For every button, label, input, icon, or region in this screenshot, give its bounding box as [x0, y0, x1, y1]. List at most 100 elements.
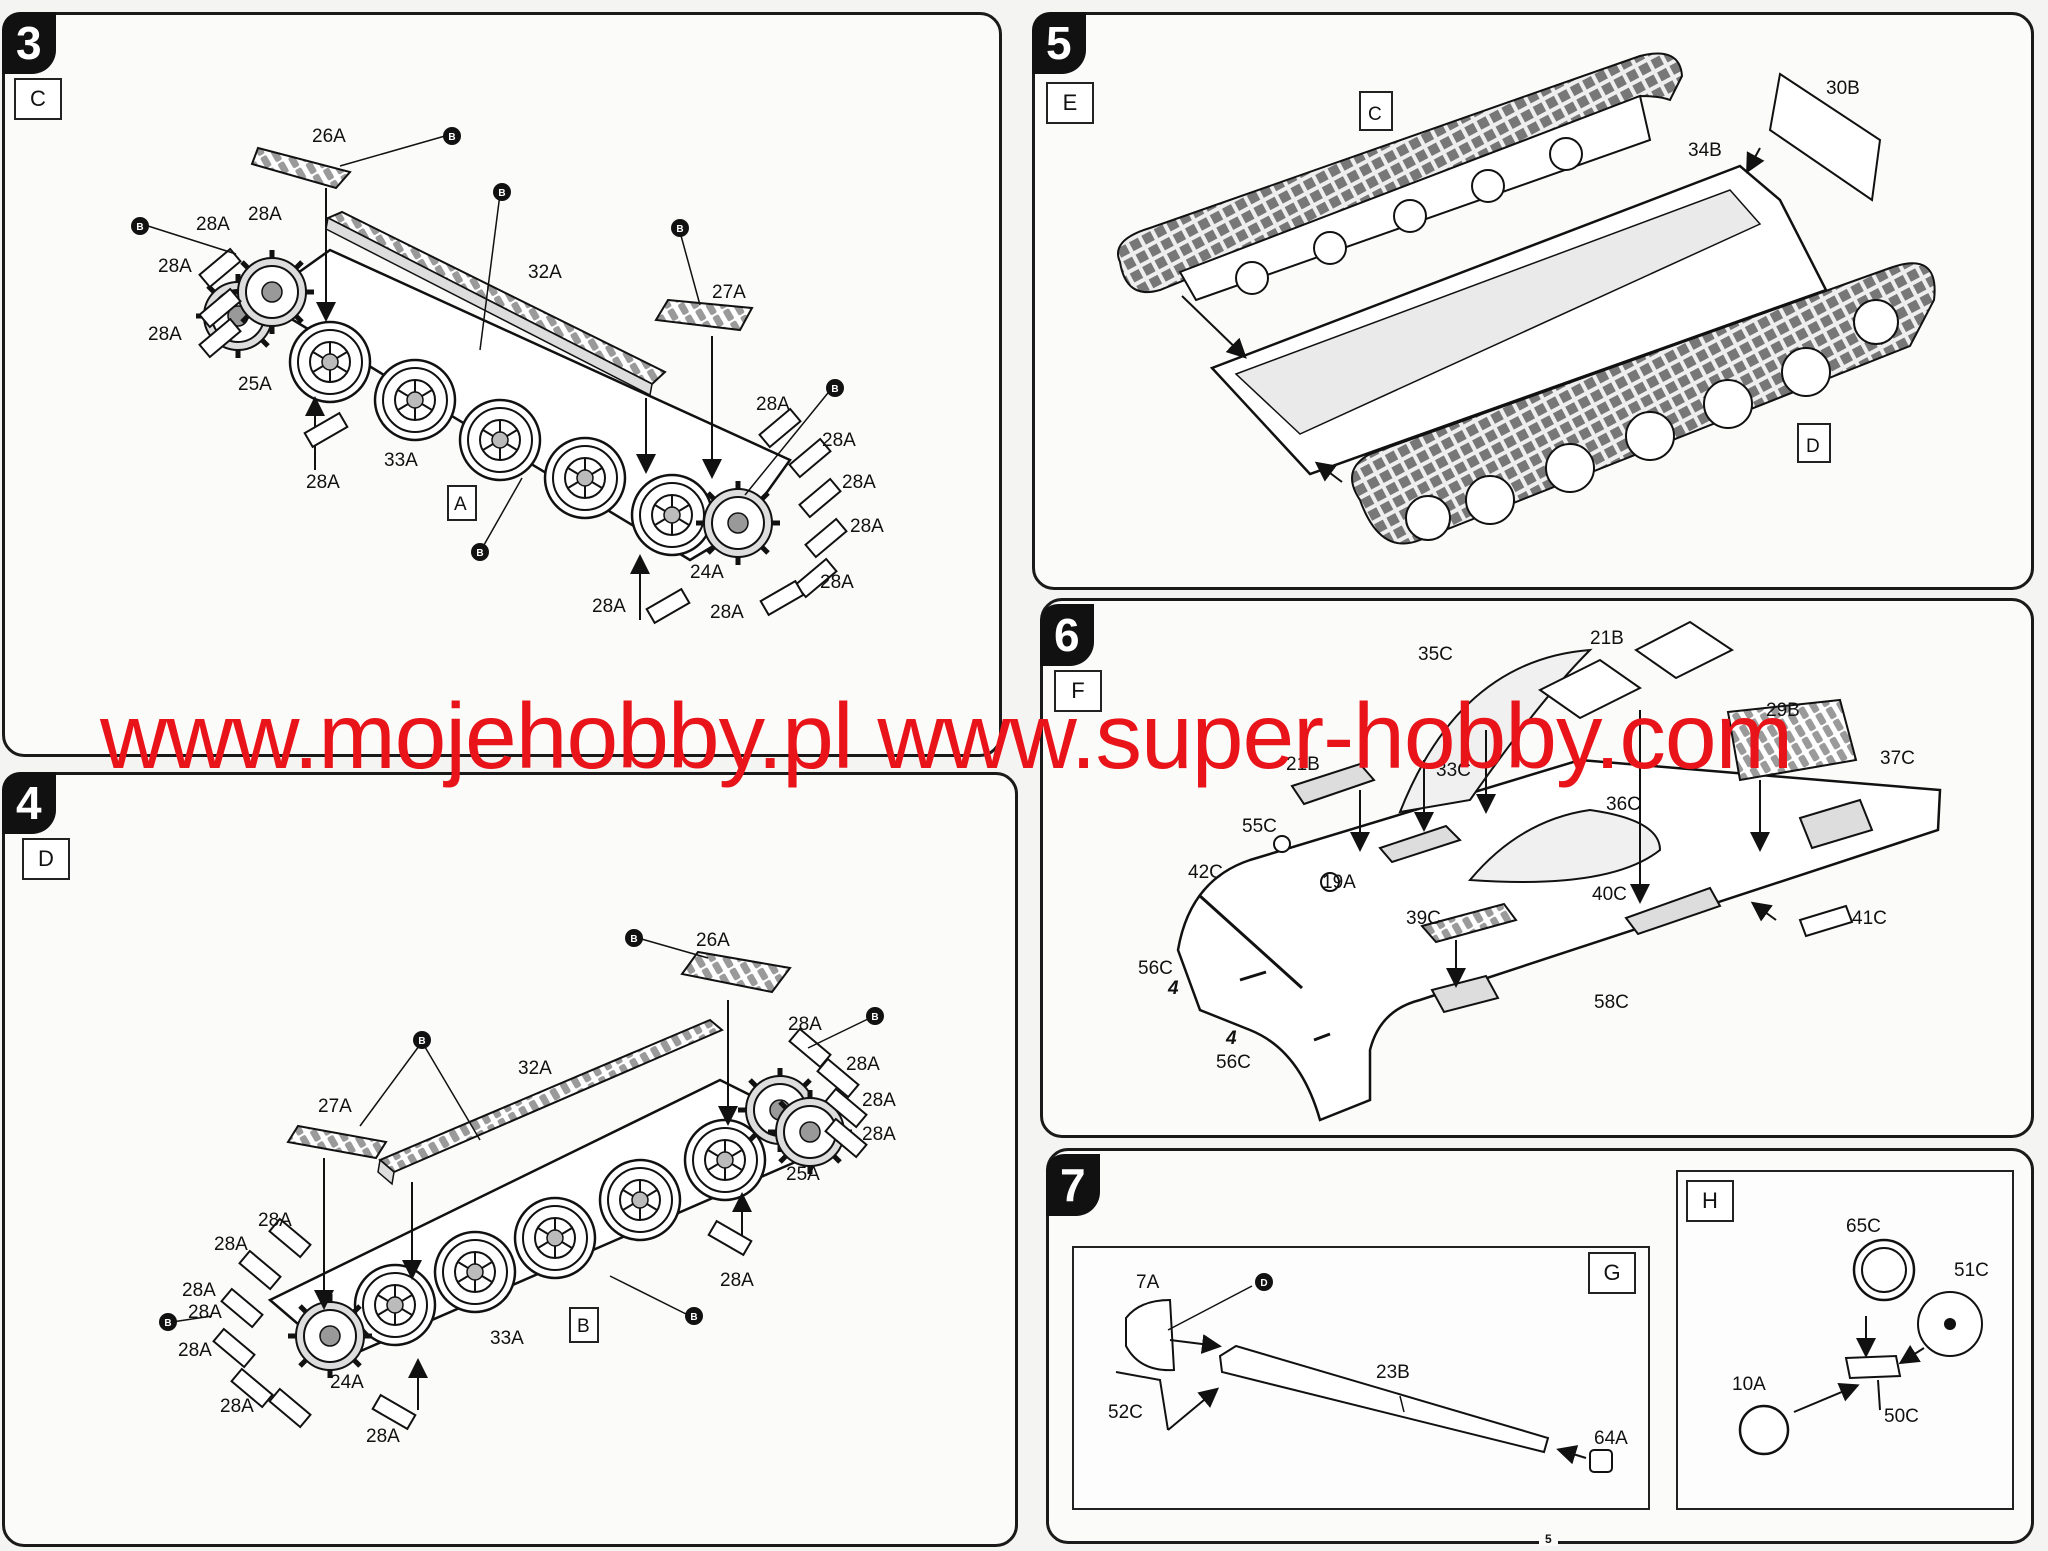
label-28a-5: 28A: [258, 1210, 292, 1231]
step-7-drawing: [1115, 1238, 1983, 1473]
marker-d: D: [1260, 1278, 1267, 1289]
callout-markers: B B B B B B B B B B B D: [136, 132, 1267, 1329]
label-51c: 51C: [1954, 1260, 1989, 1281]
step-4-labels: 26A 32A 27A 28A 28A 28A 28A 28A 28A 28A …: [178, 930, 896, 1447]
label-28a-7: 28A: [822, 430, 856, 451]
label-55c: 55C: [1242, 816, 1277, 837]
label-28a-10: 28A: [720, 1270, 754, 1291]
step-5-sub-box-d: [1797, 423, 1831, 463]
marker-b: B: [418, 1036, 425, 1047]
step-4-sub-box-frame: [569, 1307, 599, 1343]
step-7-subpanel-g: [1072, 1246, 1650, 1510]
label-28a-6: 28A: [756, 394, 790, 415]
label-21b-1: 21B: [1590, 628, 1624, 649]
step-3-labels: 26A 32A 27A 28A 28A 28A 28A 25A 33A 28A …: [148, 126, 884, 623]
label-26a: 26A: [696, 930, 730, 951]
label-10a: 10A: [1732, 1374, 1766, 1395]
marker-b: B: [871, 1012, 878, 1023]
step-4-number: 4: [2, 772, 56, 834]
marker-b: B: [164, 1318, 171, 1329]
label-39c: 39C: [1406, 908, 1441, 929]
label-28a-11: 28A: [220, 1396, 254, 1417]
step-3-drawing: [131, 127, 848, 625]
label-36c: 36C: [1606, 794, 1641, 815]
label-28a-9: 28A: [178, 1340, 212, 1361]
label-24a: 24A: [330, 1372, 364, 1393]
step-4-sprue-box: D: [22, 838, 70, 880]
label-21b-2: 21B: [1286, 754, 1320, 775]
step-5-drawing: [1117, 52, 1936, 545]
step-3-sub-box-label: A: [454, 494, 467, 515]
step-7-g-box: G: [1588, 1252, 1636, 1294]
label-28a-4: 28A: [148, 324, 182, 345]
label-33a: 33A: [490, 1328, 524, 1349]
label-28a-10: 28A: [820, 572, 854, 593]
sub-box-d-label: D: [1806, 436, 1820, 457]
watermark-text: www.mojehobby.pl www.super-hobby.com: [100, 684, 1793, 788]
label-28a-12: 28A: [366, 1426, 400, 1447]
label-19a: 19A: [1322, 872, 1356, 893]
marker-b: B: [476, 548, 483, 559]
label-42c: 42C: [1188, 862, 1223, 883]
label-28a-1: 28A: [788, 1014, 822, 1035]
label-24a: 24A: [690, 562, 724, 583]
marker-b: B: [630, 934, 637, 945]
label-28a-8: 28A: [188, 1302, 222, 1323]
label-28a-8: 28A: [842, 472, 876, 493]
label-28a-7: 28A: [182, 1280, 216, 1301]
label-23b: 23B: [1376, 1362, 1410, 1383]
label-28a-9: 28A: [850, 516, 884, 537]
marker-b: B: [136, 222, 143, 233]
label-29b: 29B: [1766, 700, 1800, 721]
step-5-sprue-box: E: [1046, 82, 1094, 124]
step-4-sub-box-label: B: [577, 1316, 590, 1337]
label-28a-11: 28A: [592, 596, 626, 617]
label-25a: 25A: [786, 1164, 820, 1185]
label-7a: 7A: [1136, 1272, 1160, 1293]
label-28a-1: 28A: [196, 214, 230, 235]
marker-b: B: [690, 1312, 697, 1323]
label-40c: 40C: [1592, 884, 1627, 905]
step-6-number: 6: [1040, 604, 1094, 666]
page-number: 5: [1539, 1532, 1558, 1546]
label-32a: 32A: [518, 1058, 552, 1079]
label-28a-3: 28A: [862, 1090, 896, 1111]
label-58c: 58C: [1594, 992, 1629, 1013]
sub-box-c-label: C: [1368, 104, 1382, 125]
step-3-sprue-box: C: [14, 78, 62, 120]
label-28a-6: 28A: [214, 1234, 248, 1255]
step-7-number: 7: [1046, 1154, 1100, 1216]
count-mark-1: 4: [1167, 978, 1179, 999]
label-56c-1: 56C: [1138, 958, 1173, 979]
step-5-number: 5: [1032, 12, 1086, 74]
step-4-drawing: [159, 929, 884, 1431]
label-65c: 65C: [1846, 1216, 1881, 1237]
step-4-panel: [2, 772, 1018, 1547]
label-28a-12: 28A: [710, 602, 744, 623]
label-52c: 52C: [1108, 1402, 1143, 1423]
marker-b: B: [498, 188, 505, 199]
label-28a-2: 28A: [846, 1054, 880, 1075]
label-37c: 37C: [1880, 748, 1915, 769]
label-26a: 26A: [312, 126, 346, 147]
label-50c: 50C: [1884, 1406, 1919, 1427]
step-3-number: 3: [2, 12, 56, 74]
label-28a-5: 28A: [306, 472, 340, 493]
count-mark-2: 4: [1225, 1028, 1237, 1049]
label-27a: 27A: [712, 282, 746, 303]
label-56c-2: 56C: [1216, 1052, 1251, 1073]
label-35c: 35C: [1418, 644, 1453, 665]
label-28a-4: 28A: [862, 1124, 896, 1145]
label-32a: 32A: [528, 262, 562, 283]
step-6-labels: 35C 21B 21B 29B 33C 37C 55C 36C 42C 19A …: [1138, 628, 1915, 1073]
label-41c: 41C: [1852, 908, 1887, 929]
label-28a-3: 28A: [158, 256, 192, 277]
step-7-labels: 7A 23B 52C 64A 65C 51C 10A 50C: [1108, 1216, 1989, 1449]
step-3-sub-box-frame: [447, 485, 477, 521]
label-28a-2: 28A: [248, 204, 282, 225]
label-33c: 33C: [1436, 760, 1471, 781]
label-33a: 33A: [384, 450, 418, 471]
label-64a: 64A: [1594, 1428, 1628, 1449]
step-6-drawing: [1176, 620, 1942, 1122]
